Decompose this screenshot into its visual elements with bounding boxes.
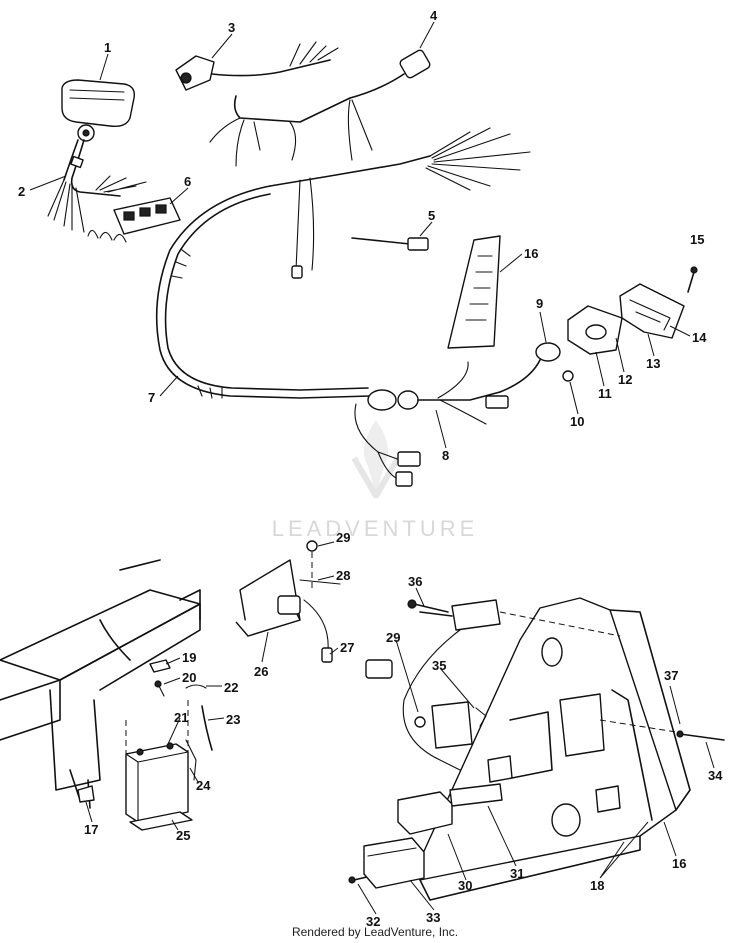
battery-accessories-icon xyxy=(149,659,213,751)
callout-35: 35 xyxy=(432,658,446,673)
footer-credit: Rendered by LeadVenture, Inc. xyxy=(291,925,459,939)
upper-harness-icon xyxy=(209,95,531,279)
junction-connector-icon xyxy=(354,361,501,487)
callout-6: 6 xyxy=(184,174,191,189)
callout-29-bottom: 29 xyxy=(386,630,400,645)
callout-8: 8 xyxy=(442,448,449,463)
callout-24: 24 xyxy=(196,778,211,793)
callout-5: 5 xyxy=(428,208,435,223)
callout-labels: 1 2 3 4 5 6 7 8 9 10 11 12 13 14 15 16 1… xyxy=(18,8,723,929)
callout-9: 9 xyxy=(536,296,543,311)
callout-16-top: 16 xyxy=(524,246,538,261)
callout-20: 20 xyxy=(182,670,196,685)
callout-33: 33 xyxy=(426,910,440,925)
callout-19: 19 xyxy=(182,650,196,665)
main-harness-loop-icon xyxy=(155,185,371,399)
callout-22: 22 xyxy=(224,680,238,695)
callout-17: 17 xyxy=(84,822,98,837)
callout-21: 21 xyxy=(174,710,188,725)
frame-icon xyxy=(0,559,201,809)
tail-light-icon xyxy=(567,266,698,355)
callout-14: 14 xyxy=(692,330,707,345)
callout-10: 10 xyxy=(570,414,584,429)
callout-25: 25 xyxy=(176,828,190,843)
leader-lines xyxy=(29,21,715,915)
rectifier-icon xyxy=(363,783,503,889)
callout-12: 12 xyxy=(618,372,632,387)
callout-13: 13 xyxy=(646,356,660,371)
battery-icon xyxy=(125,700,197,831)
fuse-label-panel-icon xyxy=(447,235,501,349)
callout-32: 32 xyxy=(366,914,380,929)
switch-icon xyxy=(175,41,339,91)
callout-31: 31 xyxy=(510,866,524,881)
callout-28: 28 xyxy=(336,568,350,583)
harness-branch-icon xyxy=(47,139,147,243)
tail-light-plug-icon xyxy=(485,342,574,409)
ignition-module-icon xyxy=(365,599,621,771)
callout-27: 27 xyxy=(340,640,354,655)
callout-34: 34 xyxy=(708,768,723,783)
callout-36: 36 xyxy=(408,574,422,589)
callout-29-top: 29 xyxy=(336,530,350,545)
watermark-text: LEADVENTURE xyxy=(271,516,479,541)
callout-18: 18 xyxy=(590,878,604,893)
callout-30: 30 xyxy=(458,878,472,893)
main-connector-icon xyxy=(349,49,431,99)
callout-1: 1 xyxy=(104,40,111,55)
watermark-logo-icon xyxy=(351,420,401,498)
callout-23: 23 xyxy=(226,712,240,727)
callout-3: 3 xyxy=(228,20,235,35)
regulator-bracket-icon xyxy=(235,540,341,663)
callout-4: 4 xyxy=(430,8,438,23)
callout-7: 7 xyxy=(148,390,155,405)
lead-wire-icon xyxy=(351,237,429,251)
fuse-block-icon xyxy=(113,197,181,235)
callout-11: 11 xyxy=(598,386,612,401)
callout-16-bottom: 16 xyxy=(672,856,686,871)
callout-15: 15 xyxy=(690,232,704,247)
callout-26: 26 xyxy=(254,664,268,679)
mounting-plate-icon xyxy=(419,597,691,901)
callout-2: 2 xyxy=(18,184,25,199)
callout-37: 37 xyxy=(664,668,678,683)
headlight-icon xyxy=(61,79,135,142)
